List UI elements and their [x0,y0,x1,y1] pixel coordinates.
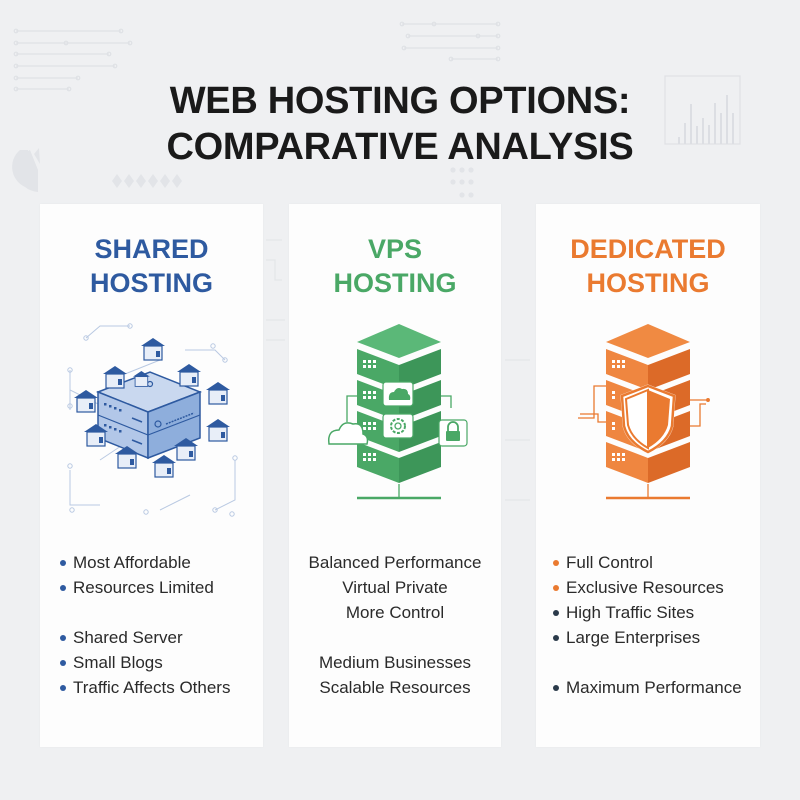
feature-item: Full Control [536,550,760,575]
card-title: DEDICATED HOSTING [536,232,760,300]
feature-item: Large Enterprises [536,625,760,650]
card-dedicated-hosting: DEDICATED HOSTING Full [536,204,760,747]
feature-item: More Control [345,603,445,622]
title-line-2: COMPARATIVE ANALYSIS [166,126,634,168]
card-title-line-1: SHARED [94,234,209,264]
feature-list: Most Affordable Resources Limited Shared… [40,550,263,700]
feature-spacer [536,650,760,675]
feature-list: Full Control Exclusive Resources High Tr… [536,550,760,700]
feature-item: Scalable Resources [319,678,471,697]
card-title: VPS HOSTING [289,232,501,300]
card-title: SHARED HOSTING [40,232,263,300]
feature-item: Small Blogs [40,650,263,675]
bullet-icon [553,585,559,591]
bullet-icon [60,685,66,691]
feature-item: Exclusive Resources [536,575,760,600]
bullet-icon [553,610,559,616]
bullet-icon [60,660,66,666]
card-vps-hosting: VPS HOSTING [289,204,501,747]
vps-server-tower-icon [327,324,468,500]
feature-item: High Traffic Sites [536,600,760,625]
feature-list: Balanced Performance Virtual Private Mor… [289,550,501,700]
feature-item: Traffic Affects Others [40,675,263,700]
bullet-icon [553,560,559,566]
card-title-line-1: DEDICATED [570,234,726,264]
feature-item: Virtual Private [342,578,448,597]
bullet-icon [60,560,66,566]
card-title-line-2: HOSTING [586,268,710,298]
bullet-icon [553,635,559,641]
feature-item: Most Affordable [40,550,263,575]
dedicated-server-shield-icon [578,324,710,500]
feature-item: Shared Server [40,625,263,650]
feature-item: Balanced Performance [308,553,482,572]
feature-spacer [40,600,263,625]
bullet-icon [553,685,559,691]
bullet-icon [60,585,66,591]
shared-server-network-icon [67,323,238,517]
feature-item: Resources Limited [40,575,263,600]
feature-spacer [289,625,501,650]
card-title-line-1: VPS [367,234,423,264]
card-title-line-2: HOSTING [333,268,457,298]
title-line-1: WEB HOSTING OPTIONS: [169,80,631,122]
page-title: WEB HOSTING OPTIONS: COMPARATIVE ANALYSI… [0,78,800,170]
feature-item: Maximum Performance [536,675,760,700]
bullet-icon [60,635,66,641]
feature-item: Medium Businesses [318,653,472,672]
card-title-line-2: HOSTING [89,268,213,298]
card-shared-hosting: SHARED HOSTING [40,204,263,747]
